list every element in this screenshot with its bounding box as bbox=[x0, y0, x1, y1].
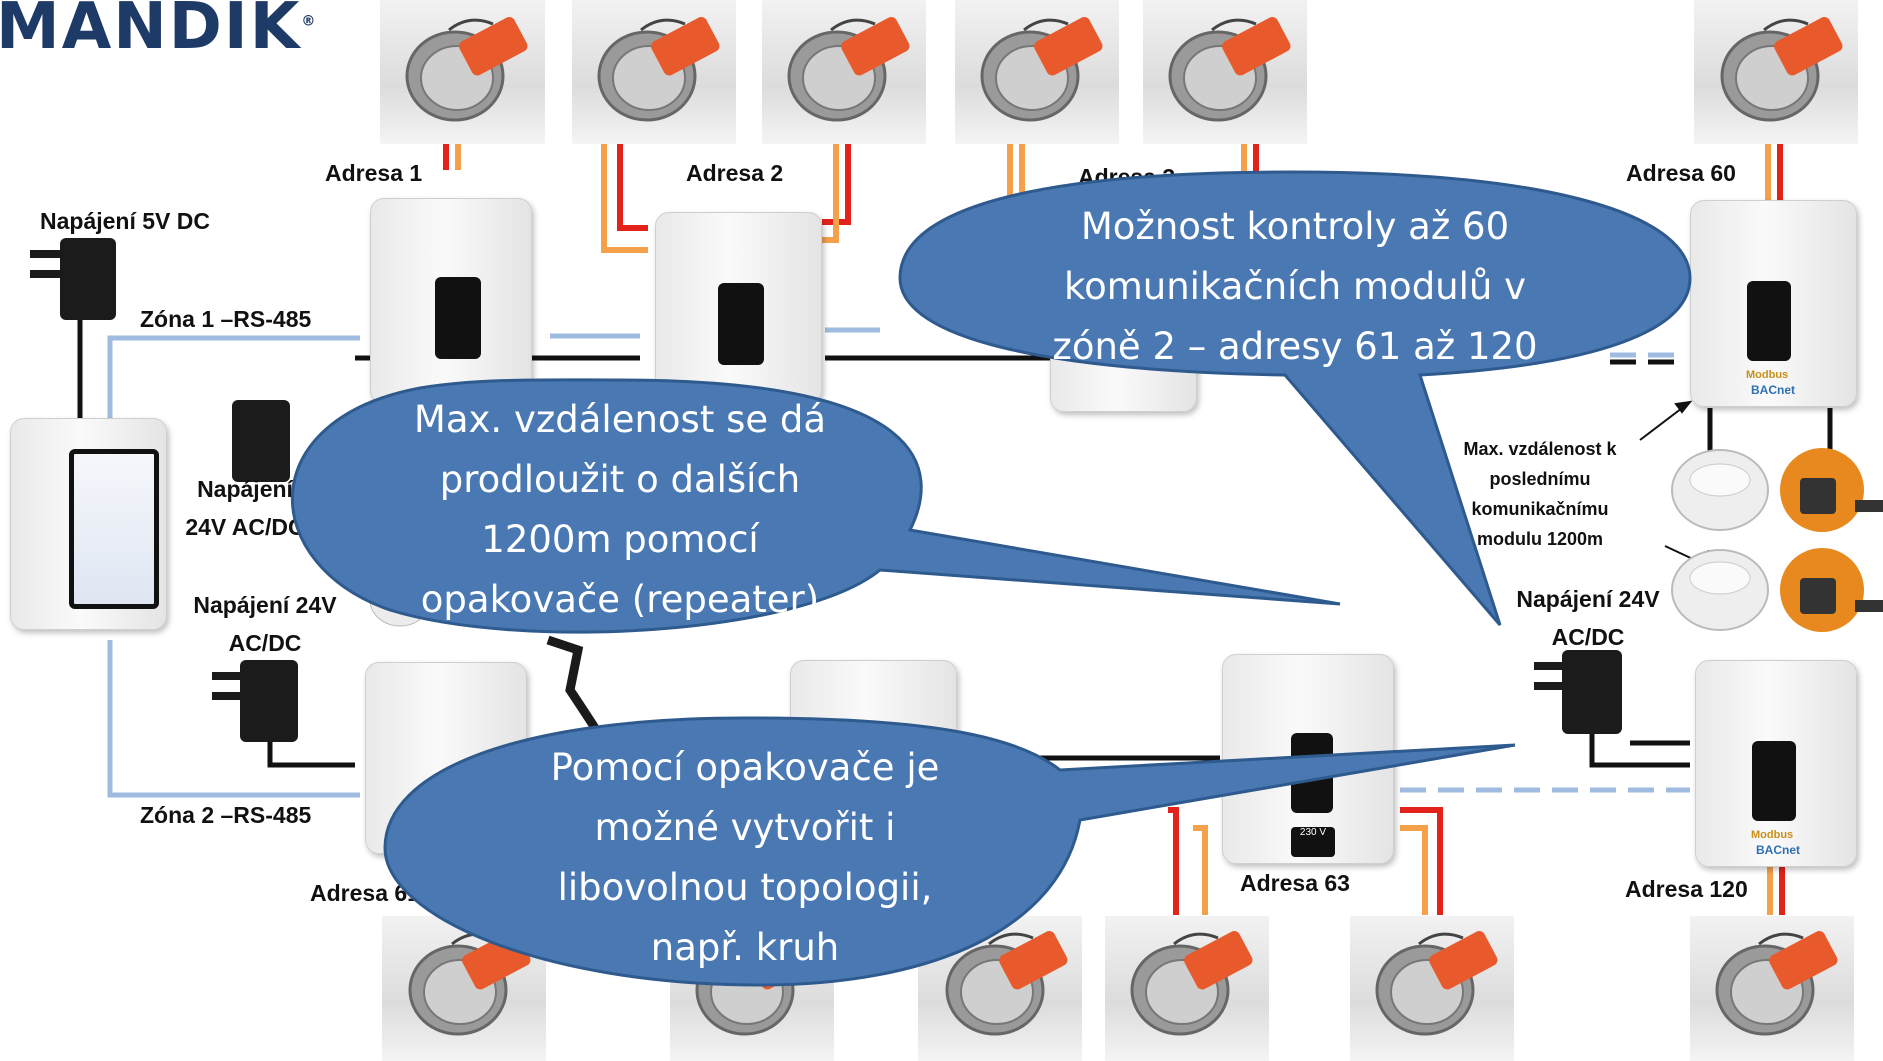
touch-screen bbox=[69, 449, 159, 609]
voltage-label: 230 V bbox=[1291, 827, 1335, 857]
address-label-60: Adresa 60 bbox=[1626, 160, 1736, 186]
rs485-bus bbox=[107, 327, 1690, 798]
callout-middle bbox=[291, 378, 1341, 634]
smoke-detector-icon bbox=[369, 449, 1769, 631]
address-label-1: Adresa 1 bbox=[325, 160, 423, 186]
communication-module bbox=[370, 198, 532, 405]
power-5v-label: Napájení 5V DC bbox=[40, 208, 210, 234]
communication-module bbox=[655, 212, 822, 404]
address-label-120: Adresa 120 bbox=[1625, 876, 1748, 902]
bacnet-badge: BACnet bbox=[1751, 383, 1795, 397]
power-adapter-icon bbox=[232, 400, 290, 482]
communication-module: Modbus BACnet bbox=[1695, 660, 1857, 867]
callout-top-right-text: Možnost kontroly až 60 komunikačních mod… bbox=[1052, 205, 1538, 368]
address-label-63: Adresa 63 bbox=[1240, 870, 1350, 896]
modbus-badge: Modbus bbox=[1751, 829, 1794, 841]
communication-module bbox=[10, 418, 167, 630]
callout-middle-text: Max. vzdálenost se dá prodloužit o další… bbox=[413, 398, 827, 621]
actuator-icon bbox=[1780, 448, 1883, 632]
modbus-badge: Modbus bbox=[1746, 369, 1789, 381]
power-24v-label: Napájení 24V AC/DC bbox=[1516, 586, 1660, 650]
callout-bottom-text: Pomocí opakovače je možné vytvořit i lib… bbox=[550, 746, 940, 969]
callout-bottom bbox=[383, 716, 1516, 987]
zone2-label: Zóna 2 –RS-485 bbox=[140, 802, 312, 828]
power-adapter-icon bbox=[60, 238, 116, 320]
zone1-label: Zóna 1 –RS-485 bbox=[140, 306, 312, 332]
bacnet-badge: BACnet bbox=[1756, 843, 1800, 857]
power-adapter-icon bbox=[240, 660, 298, 742]
callout-top-right bbox=[898, 170, 1692, 626]
power-24v-label: Napájení 24V AC/DC bbox=[185, 476, 305, 540]
power-24v-label: Napájení 24V AC/DC bbox=[193, 592, 337, 656]
communication-module: Modbus BACnet bbox=[1690, 200, 1857, 407]
mandik-logo: MANDIK® bbox=[0, 0, 318, 64]
max-distance-label: Max. vzdálenost k poslednímu komunikační… bbox=[1463, 439, 1617, 549]
address-label-2: Adresa 2 bbox=[686, 160, 784, 186]
power-adapter-icon bbox=[1562, 650, 1622, 734]
